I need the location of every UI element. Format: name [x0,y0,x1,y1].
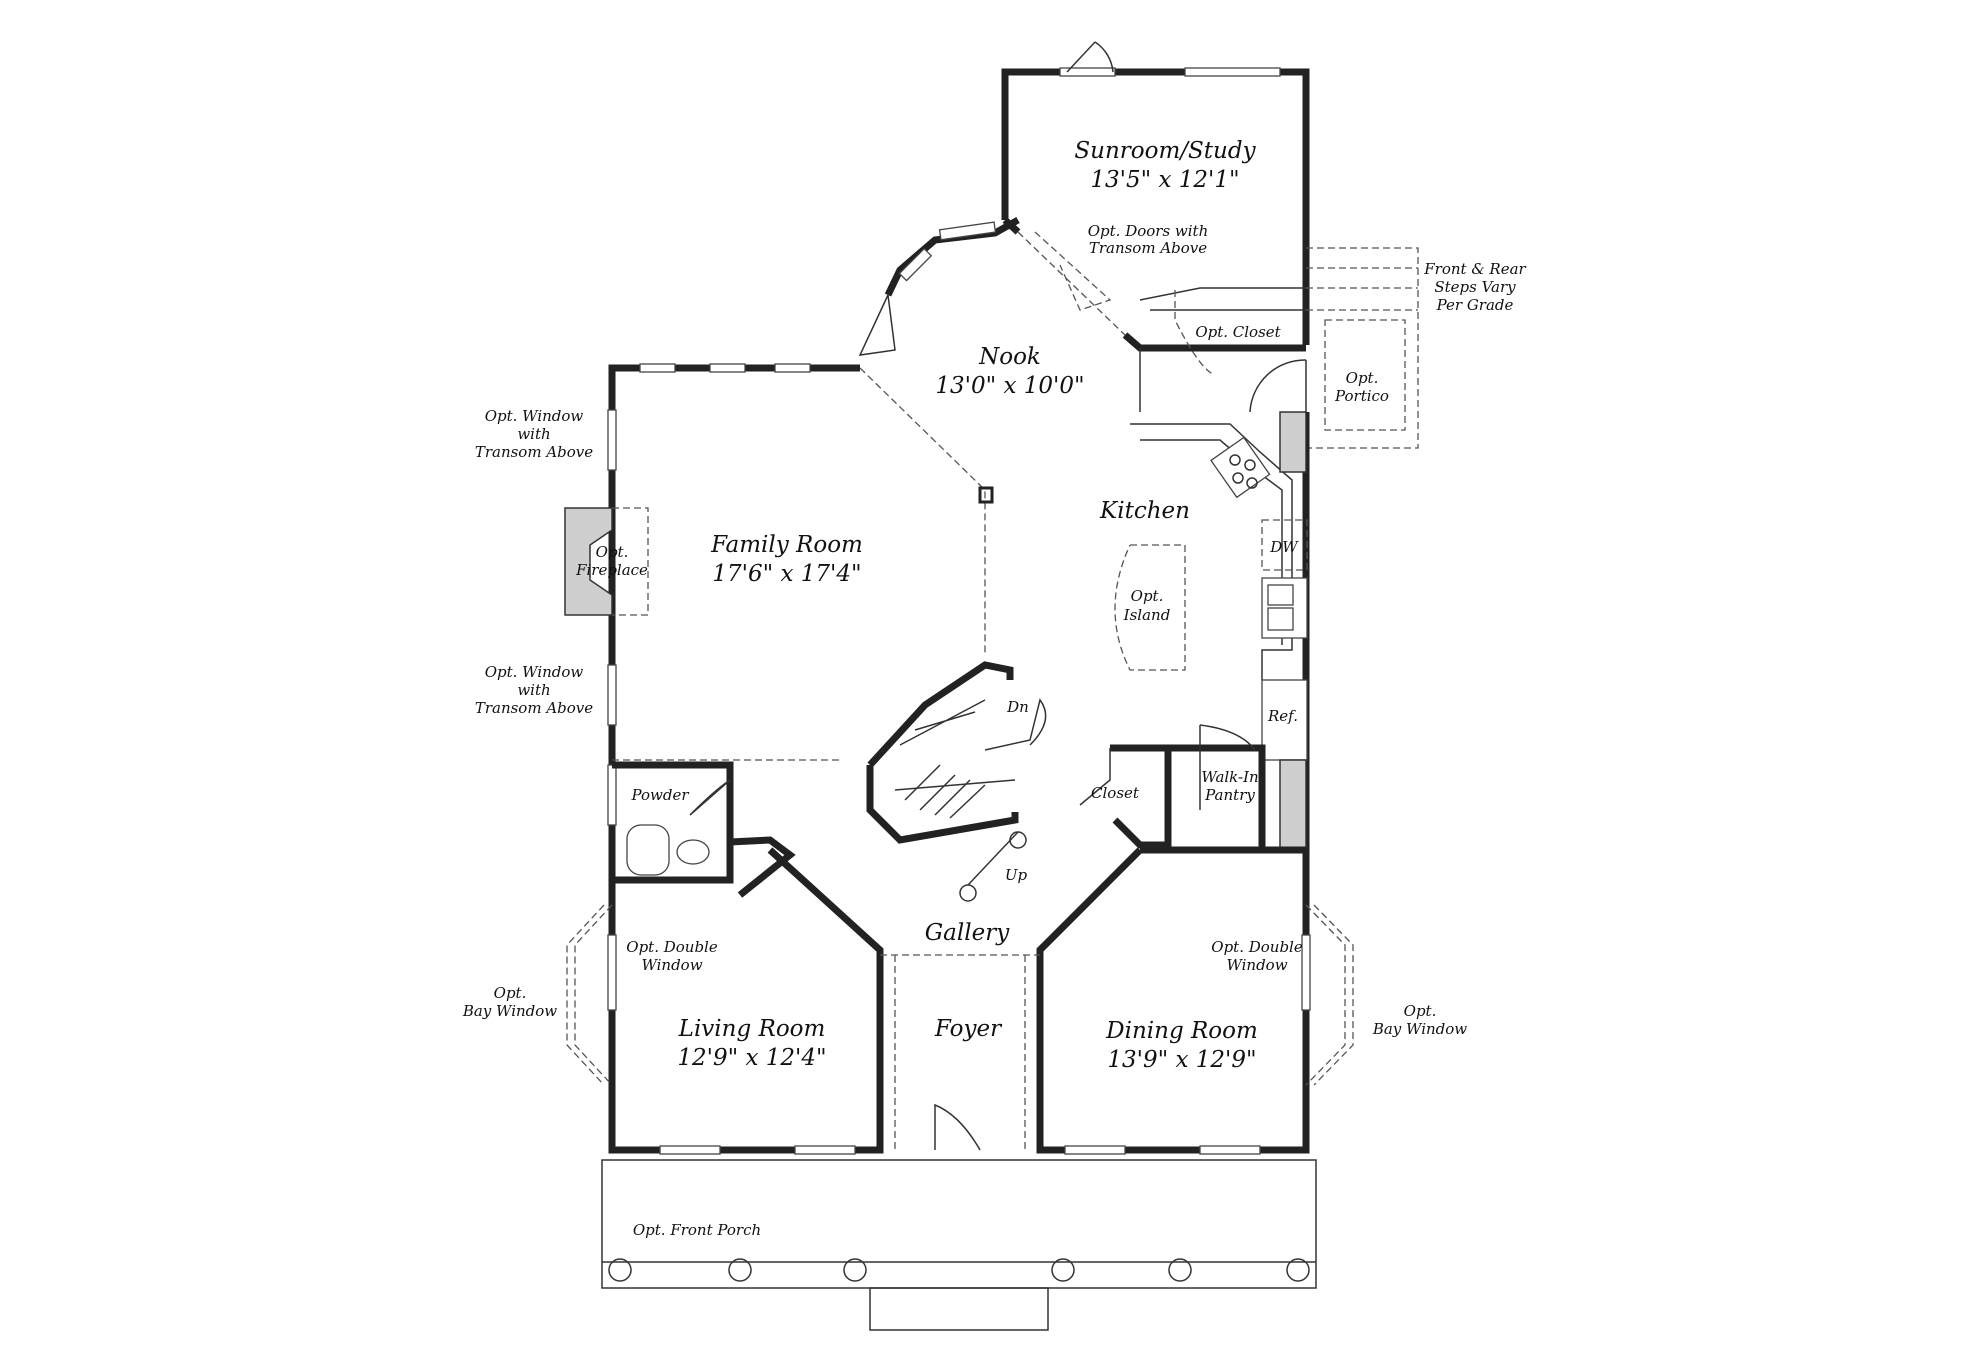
nook-dim: 13'0" x 10'0" [935,373,1084,399]
fireplace-label-1: Opt. [596,543,629,561]
window-transom-bottom-1: Opt. Window [485,663,584,681]
bay-windows [566,904,1354,1086]
window-transom-bottom-2: with [517,681,550,699]
portico-label-1: Opt. [1346,369,1379,387]
steps-label-3: Per Grade [1436,296,1514,314]
nook-name: Nook [978,344,1041,370]
family-room-name: Family Room [710,532,863,558]
double-window-right-2: Window [1226,956,1287,974]
steps-label-2: Steps Vary [1434,278,1516,296]
window-transom-bottom-3: Transom Above [475,699,593,717]
living-room-name: Living Room [678,1016,826,1042]
portico-label-2: Portico [1334,387,1389,405]
powder-room [612,761,796,898]
bay-left-label-1: Opt. [494,984,527,1002]
window-transom-top-2: with [517,425,550,443]
steps-label-1: Front & Rear [1423,260,1526,278]
double-window-right-1: Opt. Double [1211,938,1303,956]
pantry-label-1: Walk-In [1201,768,1258,786]
closet-portico [1139,247,1419,449]
opt-doors-label-2: Transom Above [1089,239,1207,257]
sunroom-name: Sunroom/Study [1074,138,1256,164]
foyer-name: Foyer [934,1016,1003,1042]
nook-walls [858,216,1306,356]
ref-label: Ref. [1267,707,1298,725]
island-label-2: Island [1123,606,1171,624]
bay-right-label-1: Opt. [1404,1002,1437,1020]
double-window-left-1: Opt. Double [626,938,718,956]
opt-closet-label: Opt. Closet [1195,323,1281,341]
island-label-1: Opt. [1131,587,1164,605]
powder-label: Powder [630,786,689,804]
double-window-left-2: Window [641,956,702,974]
window-transom-top-1: Opt. Window [485,407,584,425]
opt-doors-label-1: Opt. Doors with [1088,222,1209,240]
living-room-dim: 12'9" x 12'4" [677,1045,826,1071]
staircase [866,661,1047,902]
up-label: Up [1005,866,1028,884]
closet-label: Closet [1091,784,1140,802]
front-walls [607,846,1311,1155]
front-porch [601,1159,1317,1331]
front-porch-label: Opt. Front Porch [633,1221,761,1239]
dn-label: Dn [1006,698,1029,716]
family-room-walls [564,363,994,1154]
gallery-name: Gallery [925,920,1010,946]
dining-room-name: Dining Room [1105,1018,1258,1044]
fireplace-label-2: Fireplace [575,561,648,579]
dining-room-dim: 13'9" x 12'9" [1107,1047,1256,1073]
window-transom-top-3: Transom Above [475,443,593,461]
dw-label: DW [1269,538,1299,556]
sunroom-dim: 13'5" x 12'1" [1090,167,1239,193]
kitchen-name: Kitchen [1099,498,1190,524]
bay-right-label-2: Bay Window [1372,1020,1467,1038]
sunroom-walls [1001,41,1310,345]
family-room-dim: 17'6" x 17'4" [712,561,861,587]
bay-left-label-2: Bay Window [462,1002,557,1020]
pantry-label-2: Pantry [1204,786,1255,804]
